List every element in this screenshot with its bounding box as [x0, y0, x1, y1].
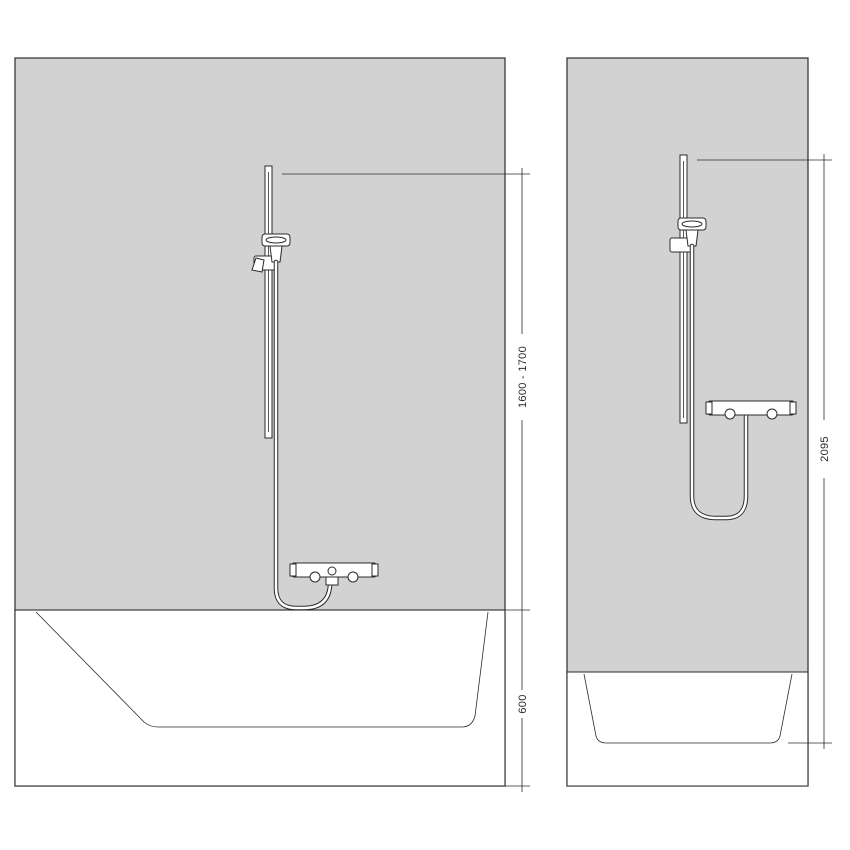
hand-shower-face	[681, 220, 703, 228]
shower-tray-inner-outline	[583, 673, 793, 744]
dimension-label-upper: 1600 - 1700	[517, 346, 529, 408]
thermostat-cap-left	[289, 563, 297, 577]
hand-shower-handle	[685, 229, 699, 247]
bathtub-inner-outline	[35, 611, 489, 728]
bath-spout	[325, 576, 339, 586]
thermostat-body	[707, 400, 795, 416]
hose-highlight	[690, 244, 748, 520]
hand-shower-handle	[269, 245, 283, 263]
slider-clip	[251, 257, 265, 273]
shower-thermostat-mixer	[705, 400, 797, 420]
thermostat-wall-connector-right	[347, 571, 359, 583]
thermostat-cap-right	[789, 401, 797, 415]
dimension-label-lower: 600	[517, 694, 529, 713]
thermostat-wall-connector-left	[724, 408, 736, 420]
shower-tray-front	[566, 671, 809, 787]
hand-shower-face	[265, 236, 287, 244]
bathtub-front-panel	[14, 609, 506, 787]
thermostat-cap-left	[705, 401, 713, 415]
bath-thermostat-mixer	[289, 562, 379, 586]
shower-tray-installation-view: 2095	[566, 57, 832, 787]
thermostat-wall-connector-left	[309, 571, 321, 583]
bathtub-installation-view: 1600 - 1700 600	[14, 57, 530, 792]
thermostat-cap-right	[371, 563, 379, 577]
dimension-label-total: 2095	[819, 436, 831, 462]
hose-connector	[327, 566, 337, 576]
thermostat-wall-connector-right	[766, 408, 778, 420]
hose-highlight	[274, 260, 333, 610]
